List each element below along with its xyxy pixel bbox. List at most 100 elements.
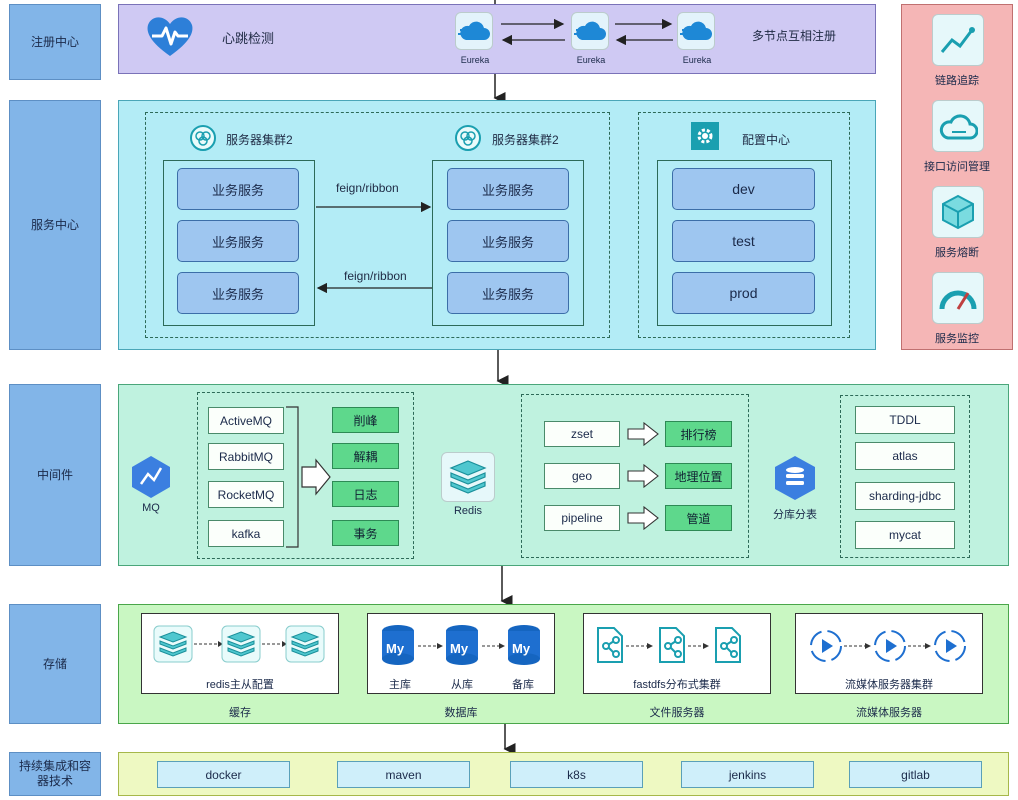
cube-icon bbox=[932, 186, 984, 238]
row-label-ci-text: 持续集成和容器技术 bbox=[18, 759, 91, 788]
cluster-icon bbox=[189, 124, 217, 152]
side-item-access: 接口访问管理 bbox=[924, 161, 990, 173]
row-label-registry: 注册中心 bbox=[9, 4, 101, 80]
feign-arrows bbox=[316, 201, 432, 294]
mq-item: ActiveMQ bbox=[208, 407, 284, 434]
config-group bbox=[638, 112, 850, 338]
mq-item: kafka bbox=[208, 520, 284, 547]
heartbeat-text: 心跳检测 bbox=[222, 31, 275, 46]
call-top-label: feign/ribbon bbox=[336, 181, 399, 195]
database-shard-icon bbox=[770, 454, 820, 502]
biz-service-left-2: 业务服务 bbox=[177, 220, 299, 262]
shard-group bbox=[840, 395, 970, 558]
env-prod: prod bbox=[672, 272, 815, 314]
cloud-icon bbox=[455, 12, 493, 50]
shard-item: TDDL bbox=[855, 406, 955, 434]
ci-tool-docker: docker bbox=[157, 761, 290, 788]
database-caption: 数据库 bbox=[444, 707, 478, 719]
cluster-right-title: 服务器集群2 bbox=[492, 133, 559, 147]
row-label-registry-text: 注册中心 bbox=[30, 34, 79, 49]
cloud-icon bbox=[571, 12, 609, 50]
mq-group bbox=[197, 392, 414, 559]
file-panel bbox=[583, 613, 771, 694]
mq-item: RocketMQ bbox=[208, 481, 284, 508]
cluster-group bbox=[145, 112, 610, 338]
mq-use: 解耦 bbox=[332, 443, 399, 469]
eureka-label-1: Eureka bbox=[460, 55, 490, 65]
db-backup-caption: 备库 bbox=[512, 679, 534, 691]
redis-type: pipeline bbox=[544, 505, 620, 531]
mq-label: MQ bbox=[142, 502, 160, 514]
mq-use: 事务 bbox=[332, 520, 399, 546]
fastdfs-icons bbox=[597, 627, 741, 663]
gear-icon bbox=[691, 122, 719, 150]
shard-item: mycat bbox=[855, 521, 955, 549]
mysql-logo-text: My bbox=[512, 641, 531, 656]
gauge-icon bbox=[932, 272, 984, 324]
cluster-icon bbox=[454, 124, 482, 152]
side-item-circuit: 服务熔断 bbox=[935, 247, 979, 259]
mq-icon bbox=[128, 454, 174, 500]
row-label-middleware: 中间件 bbox=[9, 384, 101, 566]
env-box bbox=[657, 160, 832, 326]
row-label-ci: 持续集成和容器技术 bbox=[9, 752, 101, 796]
cloud-access-icon bbox=[932, 100, 984, 152]
biz-service-left-3: 业务服务 bbox=[177, 272, 299, 314]
env-dev: dev bbox=[672, 168, 815, 210]
redis-cluster-caption: redis主从配置 bbox=[206, 679, 274, 691]
mysql-icons bbox=[382, 625, 540, 665]
redis-label: Redis bbox=[453, 505, 483, 517]
biz-service-right-2: 业务服务 bbox=[447, 220, 569, 262]
shard-label: 分库分表 bbox=[773, 509, 817, 521]
redis-type: geo bbox=[544, 463, 620, 489]
eureka-label-3: Eureka bbox=[682, 55, 712, 65]
redis-use: 地理位置 bbox=[665, 463, 732, 489]
row-label-service: 服务中心 bbox=[9, 100, 101, 350]
row-label-storage-text: 存储 bbox=[42, 656, 67, 671]
redis-icon bbox=[441, 452, 495, 502]
ci-tool-maven: maven bbox=[337, 761, 470, 788]
media-cluster-caption: 流媒体服务器集群 bbox=[845, 679, 933, 691]
mysql-logo-text: My bbox=[450, 641, 469, 656]
trace-icon bbox=[932, 14, 984, 66]
fastdfs-caption: fastdfs分布式集群 bbox=[633, 679, 721, 691]
side-item-monitor: 服务监控 bbox=[935, 333, 979, 345]
biz-service-right-1: 业务服务 bbox=[447, 168, 569, 210]
cluster-left-box bbox=[163, 160, 315, 326]
redis-cluster-icons bbox=[153, 625, 325, 663]
row-label-middleware-text: 中间件 bbox=[36, 467, 73, 482]
ci-tool-k8s: k8s bbox=[510, 761, 643, 788]
heart-icon bbox=[144, 14, 196, 58]
call-bottom-label: feign/ribbon bbox=[344, 269, 407, 283]
db-slave-caption: 从库 bbox=[451, 679, 473, 691]
row-label-service-text: 服务中心 bbox=[30, 217, 79, 232]
cloud-icon bbox=[677, 12, 715, 50]
cache-caption: 缓存 bbox=[229, 707, 251, 719]
media-service-caption: 流媒体服务器 bbox=[856, 707, 922, 719]
mq-bracket-arrow bbox=[286, 406, 331, 548]
media-panel bbox=[795, 613, 983, 694]
config-center-title: 配置中心 bbox=[742, 133, 791, 147]
redis-use: 管道 bbox=[665, 505, 732, 531]
file-service-caption: 文件服务器 bbox=[649, 707, 705, 719]
side-item-trace: 链路追踪 bbox=[935, 75, 979, 87]
shard-item: atlas bbox=[855, 442, 955, 470]
cluster-right-box bbox=[432, 160, 584, 326]
registry-arrows bbox=[501, 18, 673, 46]
eureka-label-2: Eureka bbox=[576, 55, 606, 65]
redis-group bbox=[521, 394, 749, 558]
redis-use: 排行榜 bbox=[665, 421, 732, 447]
registry-section bbox=[118, 4, 876, 74]
share-file-icon bbox=[597, 627, 623, 663]
biz-service-right-3: 业务服务 bbox=[447, 272, 569, 314]
sync-text: 多节点互相注册 bbox=[752, 29, 837, 43]
db-master-caption: 主库 bbox=[389, 679, 411, 691]
cluster-left-title: 服务器集群2 bbox=[226, 133, 293, 147]
mq-item: RabbitMQ bbox=[208, 443, 284, 470]
redis-arrows bbox=[627, 421, 659, 531]
mq-use: 日志 bbox=[332, 481, 399, 507]
redis-type: zset bbox=[544, 421, 620, 447]
biz-service-left-1: 业务服务 bbox=[177, 168, 299, 210]
ci-tool-jenkins: jenkins bbox=[681, 761, 814, 788]
